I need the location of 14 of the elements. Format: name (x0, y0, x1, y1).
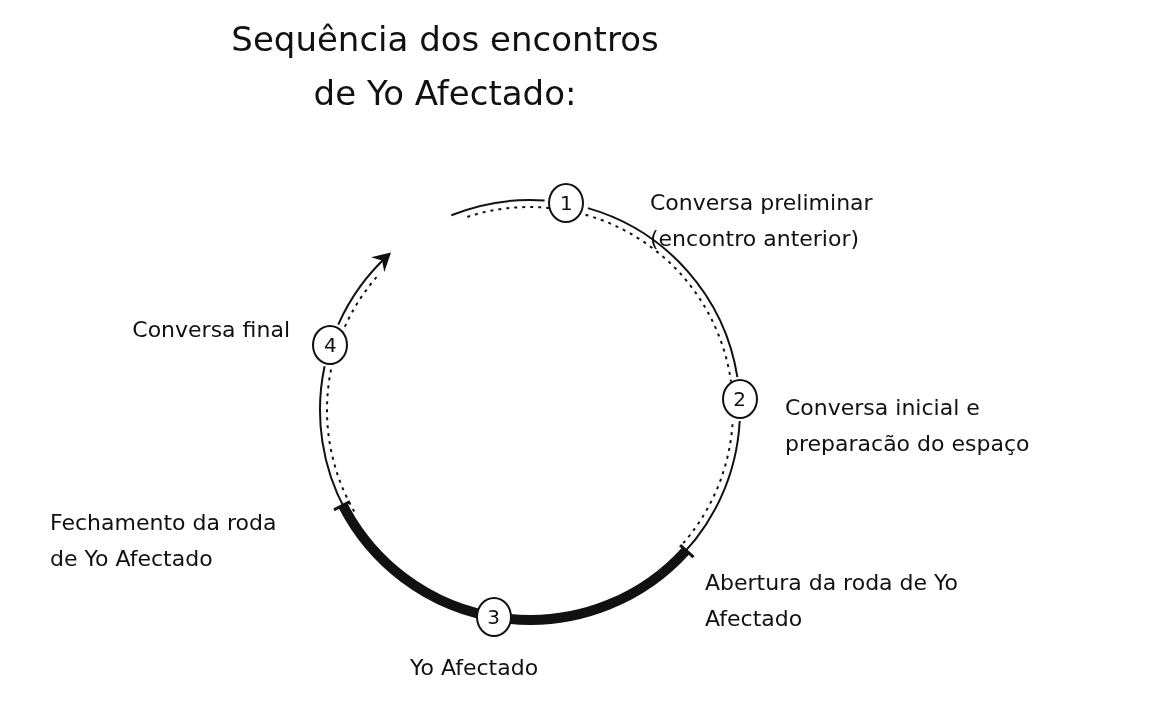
number-circle: 3 (475, 596, 512, 637)
arrow (337, 252, 391, 326)
step-label: Conversa preliminar (encontro anterior) (650, 189, 874, 253)
connector-line (450, 199, 546, 217)
title: Sequência dos encontros de Yo Afectado: (230, 18, 660, 115)
number-circle: 1 (548, 183, 585, 224)
phase-label: Fechamento da roda de Yo Afectado (50, 509, 278, 573)
step-label: Conversa inicial e preparacão do espaço (785, 394, 1031, 458)
step-label: Conversa final (131, 316, 290, 344)
number-circle: 2 (721, 379, 758, 419)
phase-label: Abertura da roda de Yo Afectado (705, 569, 960, 633)
number-circle: 4 (312, 325, 349, 366)
step-label: Yo Afectado (410, 654, 540, 682)
connector-line (586, 207, 739, 379)
